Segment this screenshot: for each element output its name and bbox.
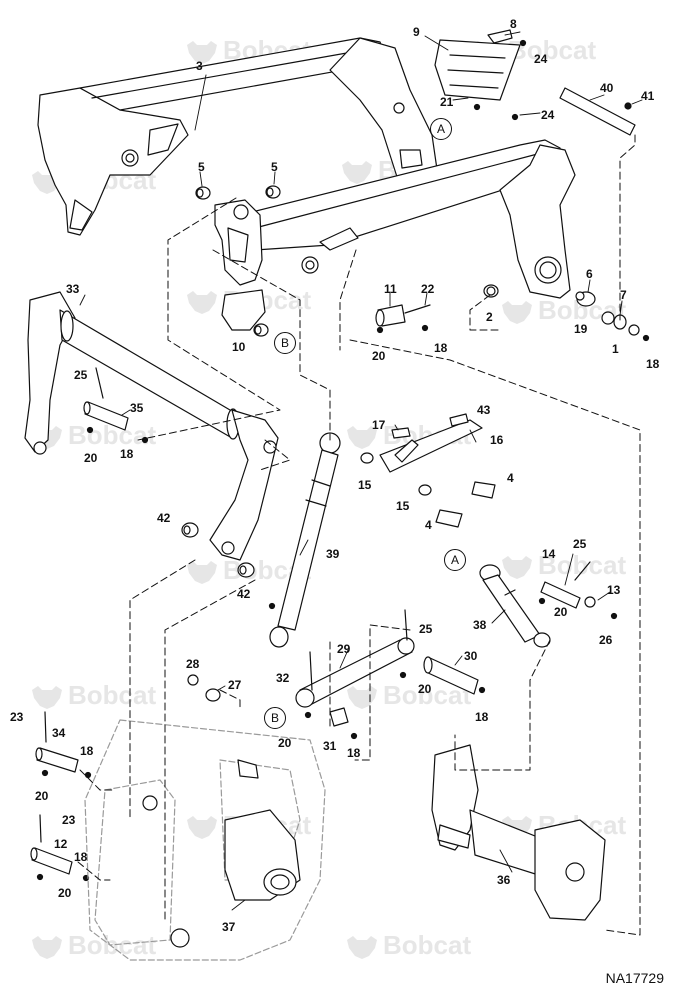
part-number-24: 24 (534, 52, 548, 66)
part-number-4: 4 (425, 518, 432, 532)
lift-arm-frame (37, 37, 576, 331)
part-number-40: 40 (600, 81, 614, 95)
cylinder-39 (268, 432, 341, 648)
part-number-20: 20 (35, 789, 49, 803)
part-number-21: 21 (440, 95, 454, 109)
bracket-9-and-plate (434, 29, 636, 136)
part-number-5: 5 (271, 160, 278, 174)
part-number-18: 18 (434, 341, 448, 355)
part-number-6: 6 (586, 267, 593, 281)
part-number-32: 32 (276, 671, 290, 685)
part-number-25: 25 (419, 622, 433, 636)
link-29 (187, 609, 486, 740)
figure-id: NA17729 (605, 970, 664, 986)
part-number-26: 26 (599, 633, 613, 647)
part-number-18: 18 (74, 850, 88, 864)
part-number-30: 30 (464, 649, 478, 663)
part-number-42: 42 (237, 587, 251, 601)
part-number-18: 18 (120, 447, 134, 461)
pin-35 (83, 367, 149, 444)
part-number-31: 31 (323, 739, 337, 753)
part-number-34: 34 (52, 726, 66, 740)
part-number-18: 18 (347, 746, 361, 760)
part-number-8: 8 (510, 17, 517, 31)
part-number-15: 15 (396, 499, 410, 513)
part-number-25: 25 (74, 368, 88, 382)
callout-a: A (430, 118, 452, 140)
part-number-12: 12 (54, 837, 68, 851)
part-number-4: 4 (507, 471, 514, 485)
pin-11-assembly (375, 304, 431, 334)
part-number-5: 5 (198, 160, 205, 174)
part-number-36: 36 (497, 873, 511, 887)
part-number-20: 20 (372, 349, 386, 363)
part-number-2: 2 (486, 310, 493, 324)
callout-b: B (274, 332, 296, 354)
part-number-18: 18 (646, 357, 660, 371)
part-number-20: 20 (58, 886, 72, 900)
part-number-22: 22 (421, 282, 435, 296)
bushings-42 (181, 522, 255, 578)
part-number-15: 15 (358, 478, 372, 492)
part-number-20: 20 (84, 451, 98, 465)
part-number-42: 42 (157, 511, 171, 525)
part-number-41: 41 (641, 89, 655, 103)
part-number-20: 20 (418, 682, 432, 696)
frame-37-solid (142, 759, 301, 948)
part-number-35: 35 (130, 401, 144, 415)
part-number-16: 16 (490, 433, 504, 447)
part-number-18: 18 (80, 744, 94, 758)
part-number-25: 25 (573, 537, 587, 551)
part-number-17: 17 (372, 418, 386, 432)
part-number-39: 39 (326, 547, 340, 561)
part-number-43: 43 (477, 403, 491, 417)
part-number-23: 23 (62, 813, 76, 827)
part-number-20: 20 (554, 605, 568, 619)
part-number-20: 20 (278, 736, 292, 750)
part-number-1: 1 (612, 342, 619, 356)
mount-36 (431, 744, 606, 921)
part-number-14: 14 (542, 547, 556, 561)
part-number-23: 23 (10, 710, 24, 724)
callout-a: A (444, 549, 466, 571)
bracket-16 (360, 413, 496, 528)
leader-lines (79, 31, 643, 911)
cylinder-38 (479, 564, 551, 648)
part-number-33: 33 (66, 282, 80, 296)
part-number-29: 29 (337, 642, 351, 656)
part-number-18: 18 (475, 710, 489, 724)
callout-b: B (264, 707, 286, 729)
part-number-28: 28 (186, 657, 200, 671)
part-number-3: 3 (196, 59, 203, 73)
part-number-10: 10 (232, 340, 246, 354)
pin-14 (538, 561, 618, 620)
tilt-arm (24, 291, 279, 561)
part-number-7: 7 (620, 288, 627, 302)
part-number-37: 37 (222, 920, 236, 934)
part-number-13: 13 (607, 583, 621, 597)
part-number-9: 9 (413, 25, 420, 39)
part-number-24: 24 (541, 108, 555, 122)
bushings-top (195, 185, 650, 342)
part-number-19: 19 (574, 322, 588, 336)
pins-34-12 (30, 711, 92, 882)
dashed-routing-lines (77, 134, 641, 936)
part-number-27: 27 (228, 678, 242, 692)
part-number-38: 38 (473, 618, 487, 632)
part-number-11: 11 (384, 282, 397, 296)
